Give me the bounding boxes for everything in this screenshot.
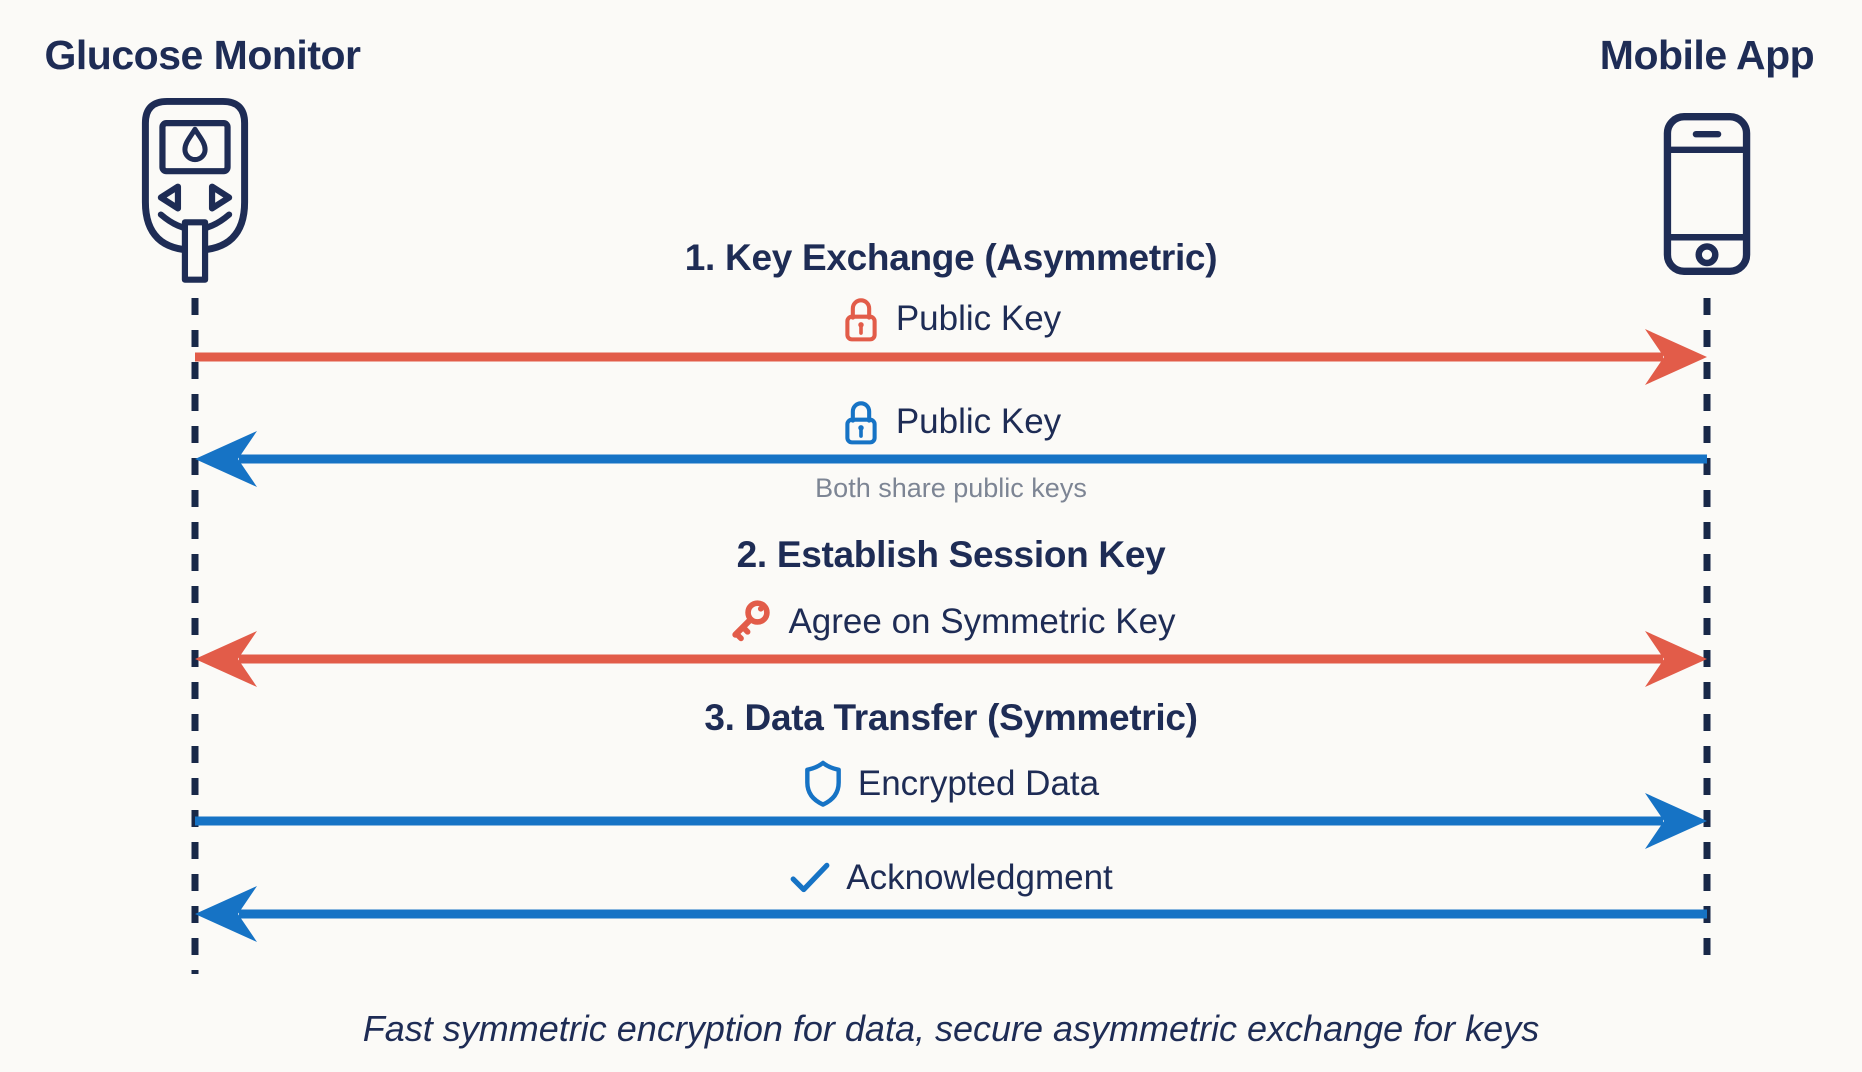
lock-icon bbox=[841, 397, 881, 446]
section-2-title: 2. Establish Session Key bbox=[736, 534, 1166, 575]
section-1-title: 1. Key Exchange (Asymmetric) bbox=[684, 237, 1218, 278]
arrow-public-key-right bbox=[195, 327, 1707, 387]
actor-left-title: Glucose Monitor bbox=[44, 32, 361, 78]
lifeline-left bbox=[191, 298, 199, 974]
glucose-monitor-icon bbox=[133, 92, 257, 286]
message-label: Acknowledgment bbox=[846, 858, 1113, 897]
lock-icon bbox=[841, 294, 881, 343]
message-public-key-2: Public Key bbox=[0, 397, 1862, 446]
shield-icon bbox=[803, 760, 843, 807]
message-agree-symmetric-key: Agree on Symmetric Key bbox=[0, 598, 1862, 645]
message-public-key-1: Public Key bbox=[0, 294, 1862, 343]
message-label: Public Key bbox=[895, 401, 1062, 441]
smartphone-icon bbox=[1661, 110, 1753, 278]
key-icon bbox=[726, 598, 773, 645]
section-3-title: 3. Data Transfer (Symmetric) bbox=[704, 697, 1198, 738]
actor-right-title: Mobile App bbox=[1599, 32, 1815, 78]
message-label: Encrypted Data bbox=[857, 763, 1100, 803]
message-encrypted-data: Encrypted Data bbox=[0, 760, 1862, 807]
lifeline-right bbox=[1703, 298, 1711, 970]
message-label: Agree on Symmetric Key bbox=[788, 601, 1176, 641]
check-icon bbox=[789, 861, 831, 895]
diagram-caption: Fast symmetric encryption for data, secu… bbox=[362, 1008, 1540, 1049]
message-label: Public Key bbox=[895, 298, 1062, 338]
arrow-public-key-left bbox=[195, 429, 1707, 489]
message-note: Both share public keys bbox=[815, 473, 1087, 503]
arrow-encrypted-data-right bbox=[195, 791, 1707, 851]
arrow-acknowledgment-left bbox=[195, 884, 1707, 944]
arrow-agree-both bbox=[195, 629, 1707, 689]
message-acknowledgment: Acknowledgment bbox=[0, 858, 1862, 898]
